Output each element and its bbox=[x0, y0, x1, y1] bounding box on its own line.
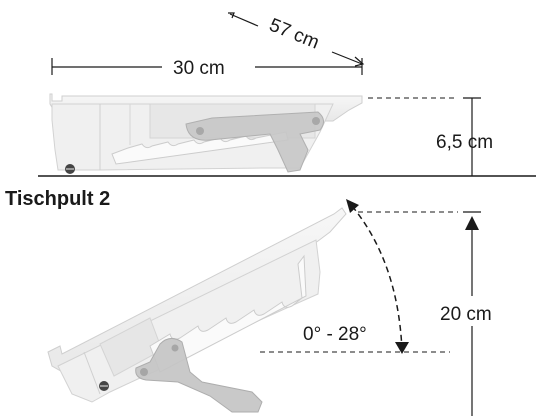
flat-desk-notched-rail bbox=[111, 131, 289, 165]
diagonal-length-label: 57 cm bbox=[266, 15, 322, 54]
diagonal-dimension-line-right bbox=[331, 51, 363, 65]
raised-desk-support-bracket bbox=[135, 338, 263, 413]
raised-desk-panel-line bbox=[83, 351, 101, 395]
flat-desk-device bbox=[49, 93, 363, 174]
diagonal-arrow-right bbox=[354, 56, 365, 67]
raised-desk-device bbox=[47, 207, 347, 413]
base-length-dimension: 30 cm bbox=[51, 58, 363, 79]
diagonal-arrow-left bbox=[228, 12, 235, 19]
raised-height-label-bg bbox=[430, 296, 514, 326]
flat-desk-bracket-pivot-right bbox=[312, 117, 320, 125]
diagonal-length-dimension: 57 cm bbox=[228, 12, 365, 67]
angle-arrow-top-icon bbox=[346, 199, 359, 213]
raised-height-dimension: 20 cm bbox=[358, 211, 514, 416]
flat-height-label: 6,5 cm bbox=[436, 132, 493, 153]
angle-arc bbox=[351, 205, 403, 351]
raised-desk-bracket-pivot-top bbox=[171, 344, 179, 352]
diagonal-dimension-line-left bbox=[229, 13, 259, 27]
base-length-label: 30 cm bbox=[173, 58, 225, 79]
raised-desk-notched-rail bbox=[149, 254, 307, 373]
flat-desk-bracket-pivot-left bbox=[196, 127, 204, 135]
angle-dimension: 0° - 28° bbox=[260, 199, 450, 354]
flat-height-dimension: 6,5 cm bbox=[368, 97, 493, 176]
raised-height-label: 20 cm bbox=[440, 304, 492, 325]
raised-height-arrow-icon bbox=[465, 216, 479, 230]
flat-desk-support-bracket bbox=[185, 111, 324, 173]
raised-desk-bracket-pivot bbox=[140, 368, 148, 376]
section-title-tischpult-2: Tischpult 2 bbox=[5, 188, 110, 210]
angle-arrow-bottom-icon bbox=[395, 342, 409, 354]
angle-range-label: 0° - 28° bbox=[303, 324, 367, 345]
